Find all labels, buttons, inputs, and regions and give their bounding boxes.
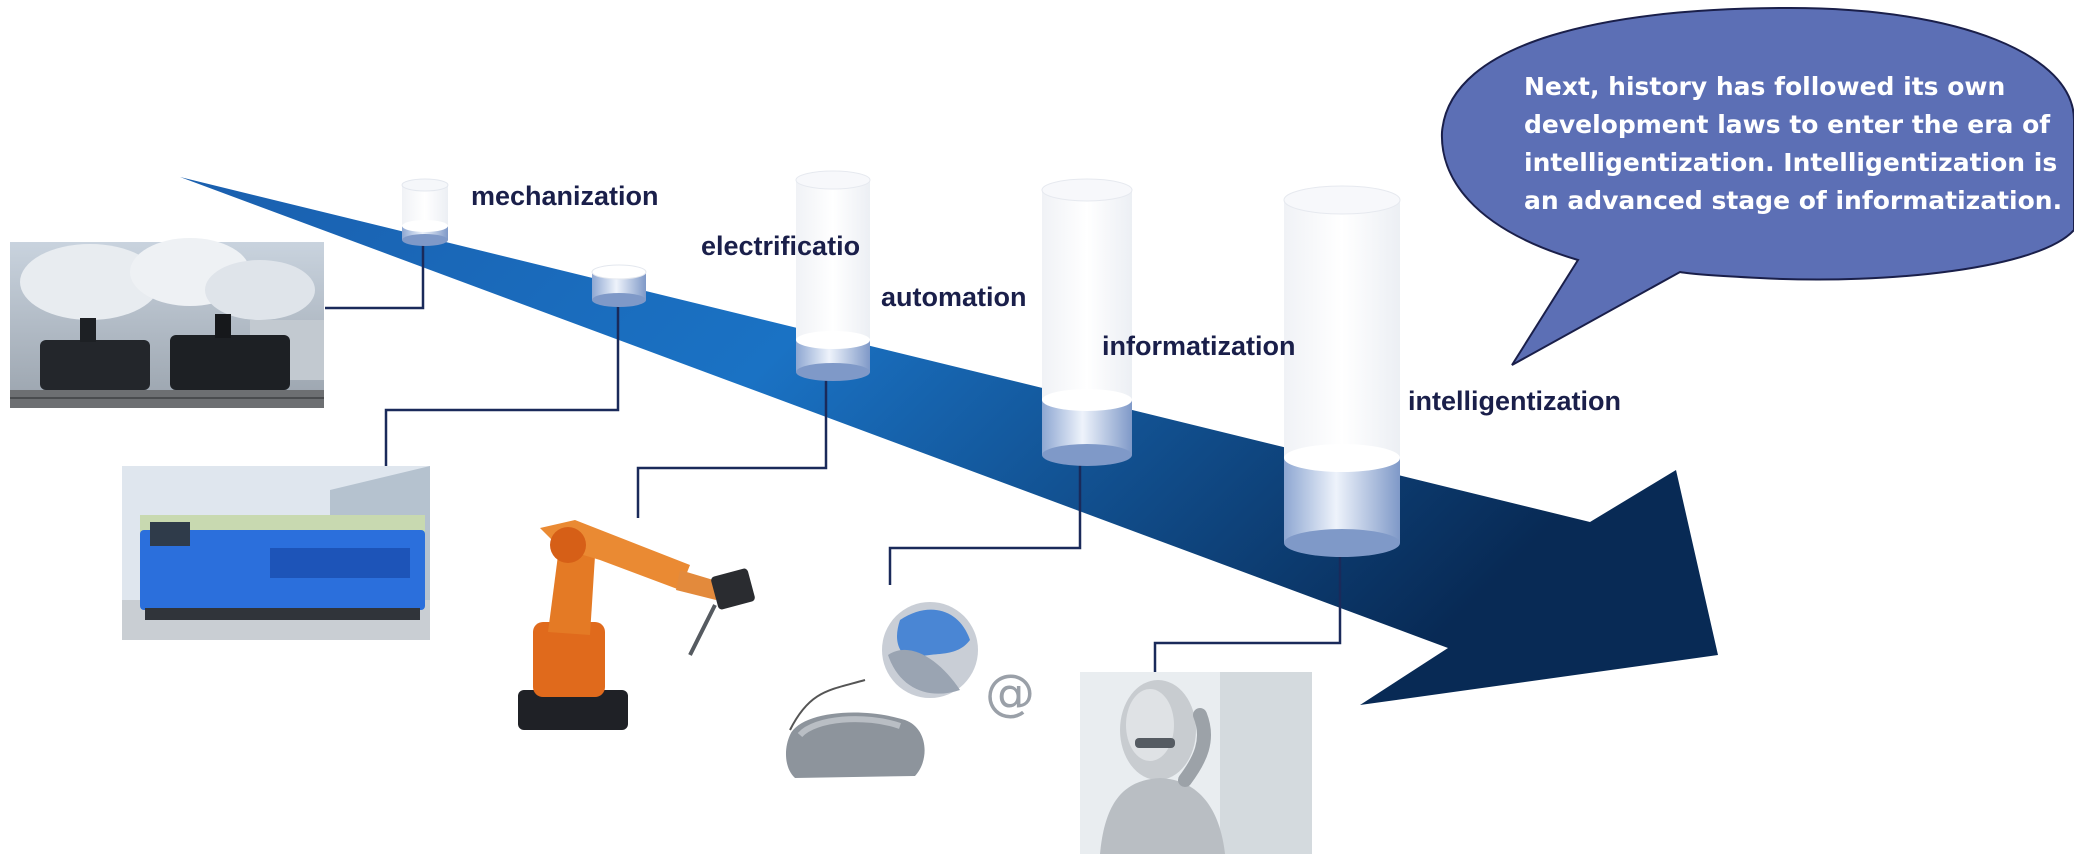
timeline-arrow [180, 177, 1718, 705]
cylinder-mechanization [401, 178, 449, 246]
stage-label-electrification: electrificatio [701, 231, 861, 261]
speech-bubble [1440, 6, 2074, 366]
connector-electrification [384, 300, 620, 466]
stage-label-automation: automation [881, 282, 1027, 312]
image-globe-and-mouse: @ [785, 602, 1035, 778]
cylinder-automation [795, 170, 871, 381]
cylinder-intelligentization [1283, 185, 1401, 557]
svg-text:@: @ [985, 664, 1035, 722]
connector-informatization [888, 455, 1082, 585]
stage-label-mechanization: mechanization [471, 181, 659, 211]
speech-bubble-text: Next, history has followed its own devel… [1524, 72, 2063, 215]
connector-lines [325, 240, 1342, 672]
image-steam-locomotive [10, 238, 324, 408]
connector-automation [636, 372, 828, 518]
stage-label-informatization: informatization [1102, 331, 1296, 361]
image-humanoid-robot [1080, 672, 1312, 854]
image-electric-locomotive [122, 466, 430, 640]
cylinder-informatization [1041, 178, 1133, 466]
image-industrial-robot-arm [518, 520, 755, 730]
stage-label-intelligentization: intelligentization [1408, 386, 1621, 416]
connector-intelligentization [1153, 555, 1342, 672]
connector-mechanization [325, 240, 425, 310]
cylinder-electrification [591, 264, 647, 307]
